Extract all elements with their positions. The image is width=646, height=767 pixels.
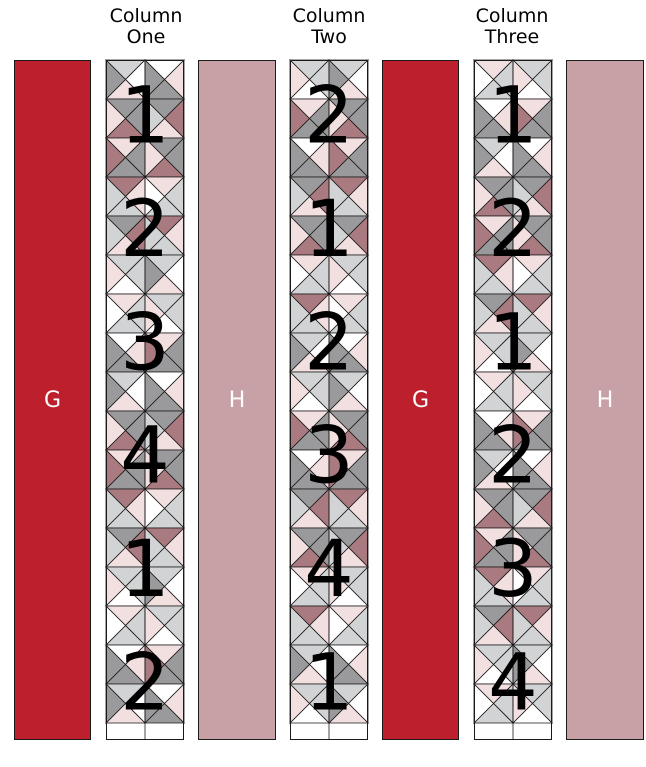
- column-two-header-line1: Column: [269, 6, 389, 27]
- block-number-label: 2: [488, 185, 538, 275]
- column-three-header-line2: Three: [452, 27, 572, 48]
- sashing-strip-g-left: G: [14, 60, 91, 740]
- sashing-strip-h-left: H: [198, 60, 276, 740]
- block-number-label: 1: [304, 185, 354, 275]
- block-number-label: 1: [120, 72, 170, 162]
- block-number-label: 1: [304, 638, 354, 728]
- block-number-label: 1: [488, 298, 538, 388]
- block-number-label: 2: [120, 185, 170, 275]
- block-number-label: 2: [120, 638, 170, 728]
- column-one-header-line2: One: [86, 27, 206, 48]
- column-three-header-line1: Column: [452, 6, 572, 27]
- block-number-label: 3: [488, 525, 538, 615]
- block-number-label: 3: [304, 412, 354, 502]
- column-three-blocks: 1 2 1 2 3 4: [474, 60, 552, 740]
- sashing-strip-g-right: G: [382, 60, 459, 740]
- block-number-label: 2: [304, 298, 354, 388]
- column-one-blocks: 1 2 3 4 1 2: [106, 60, 184, 740]
- strip-label-g: G: [44, 388, 61, 413]
- strip-label-h: H: [597, 388, 614, 413]
- block-number-label: 4: [304, 525, 354, 615]
- block-number-label: 2: [304, 72, 354, 162]
- column-two-blocks: 2 1 2 3 4 1: [290, 60, 368, 740]
- strip-label-g: G: [412, 388, 429, 413]
- block-number-label: 1: [120, 525, 170, 615]
- column-two-header: Column Two: [269, 6, 389, 48]
- block-number-label: 4: [120, 412, 170, 502]
- sashing-strip-h-right: H: [566, 60, 644, 740]
- strip-label-h: H: [229, 388, 246, 413]
- block-number-label: 2: [488, 412, 538, 502]
- column-one-header-line1: Column: [86, 6, 206, 27]
- block-number-label: 3: [120, 298, 170, 388]
- column-two-header-line2: Two: [269, 27, 389, 48]
- column-one-header: Column One: [86, 6, 206, 48]
- block-number-label: 1: [488, 72, 538, 162]
- block-number-label: 4: [488, 638, 538, 728]
- column-three-header: Column Three: [452, 6, 572, 48]
